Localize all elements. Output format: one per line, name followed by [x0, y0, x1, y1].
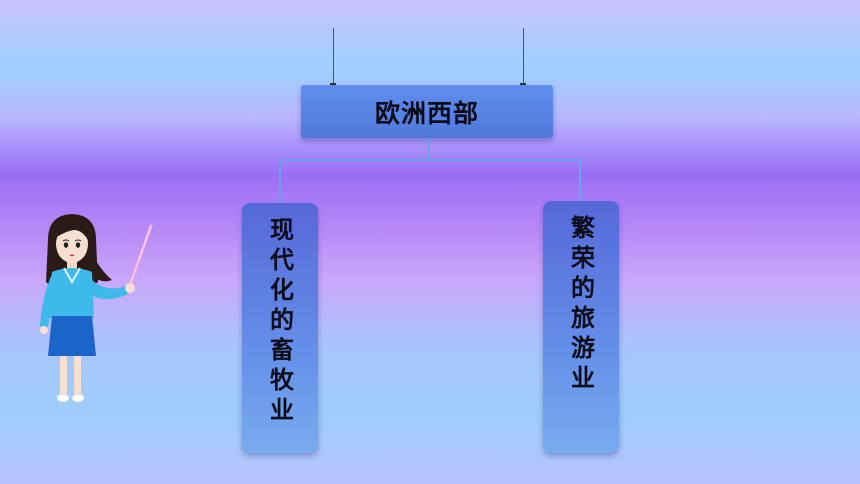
connector-left-drop	[279, 159, 281, 204]
teacher-illustration	[40, 214, 153, 403]
header-box: 欧洲西部	[301, 85, 553, 138]
hanging-wire-left	[333, 28, 334, 90]
hanging-wire-right	[523, 28, 524, 90]
connector-horizontal	[279, 159, 581, 161]
branch-label-livestock: 现代化的畜牧业	[265, 217, 294, 427]
branch-label-tourism: 繁荣的旅游业	[566, 215, 595, 395]
connector-stem	[428, 138, 430, 160]
branch-box-tourism: 繁荣的旅游业	[543, 201, 619, 453]
header-title: 欧洲西部	[374, 98, 479, 128]
connector-right-drop	[579, 159, 581, 203]
branch-box-livestock: 现代化的畜牧业	[242, 203, 318, 453]
